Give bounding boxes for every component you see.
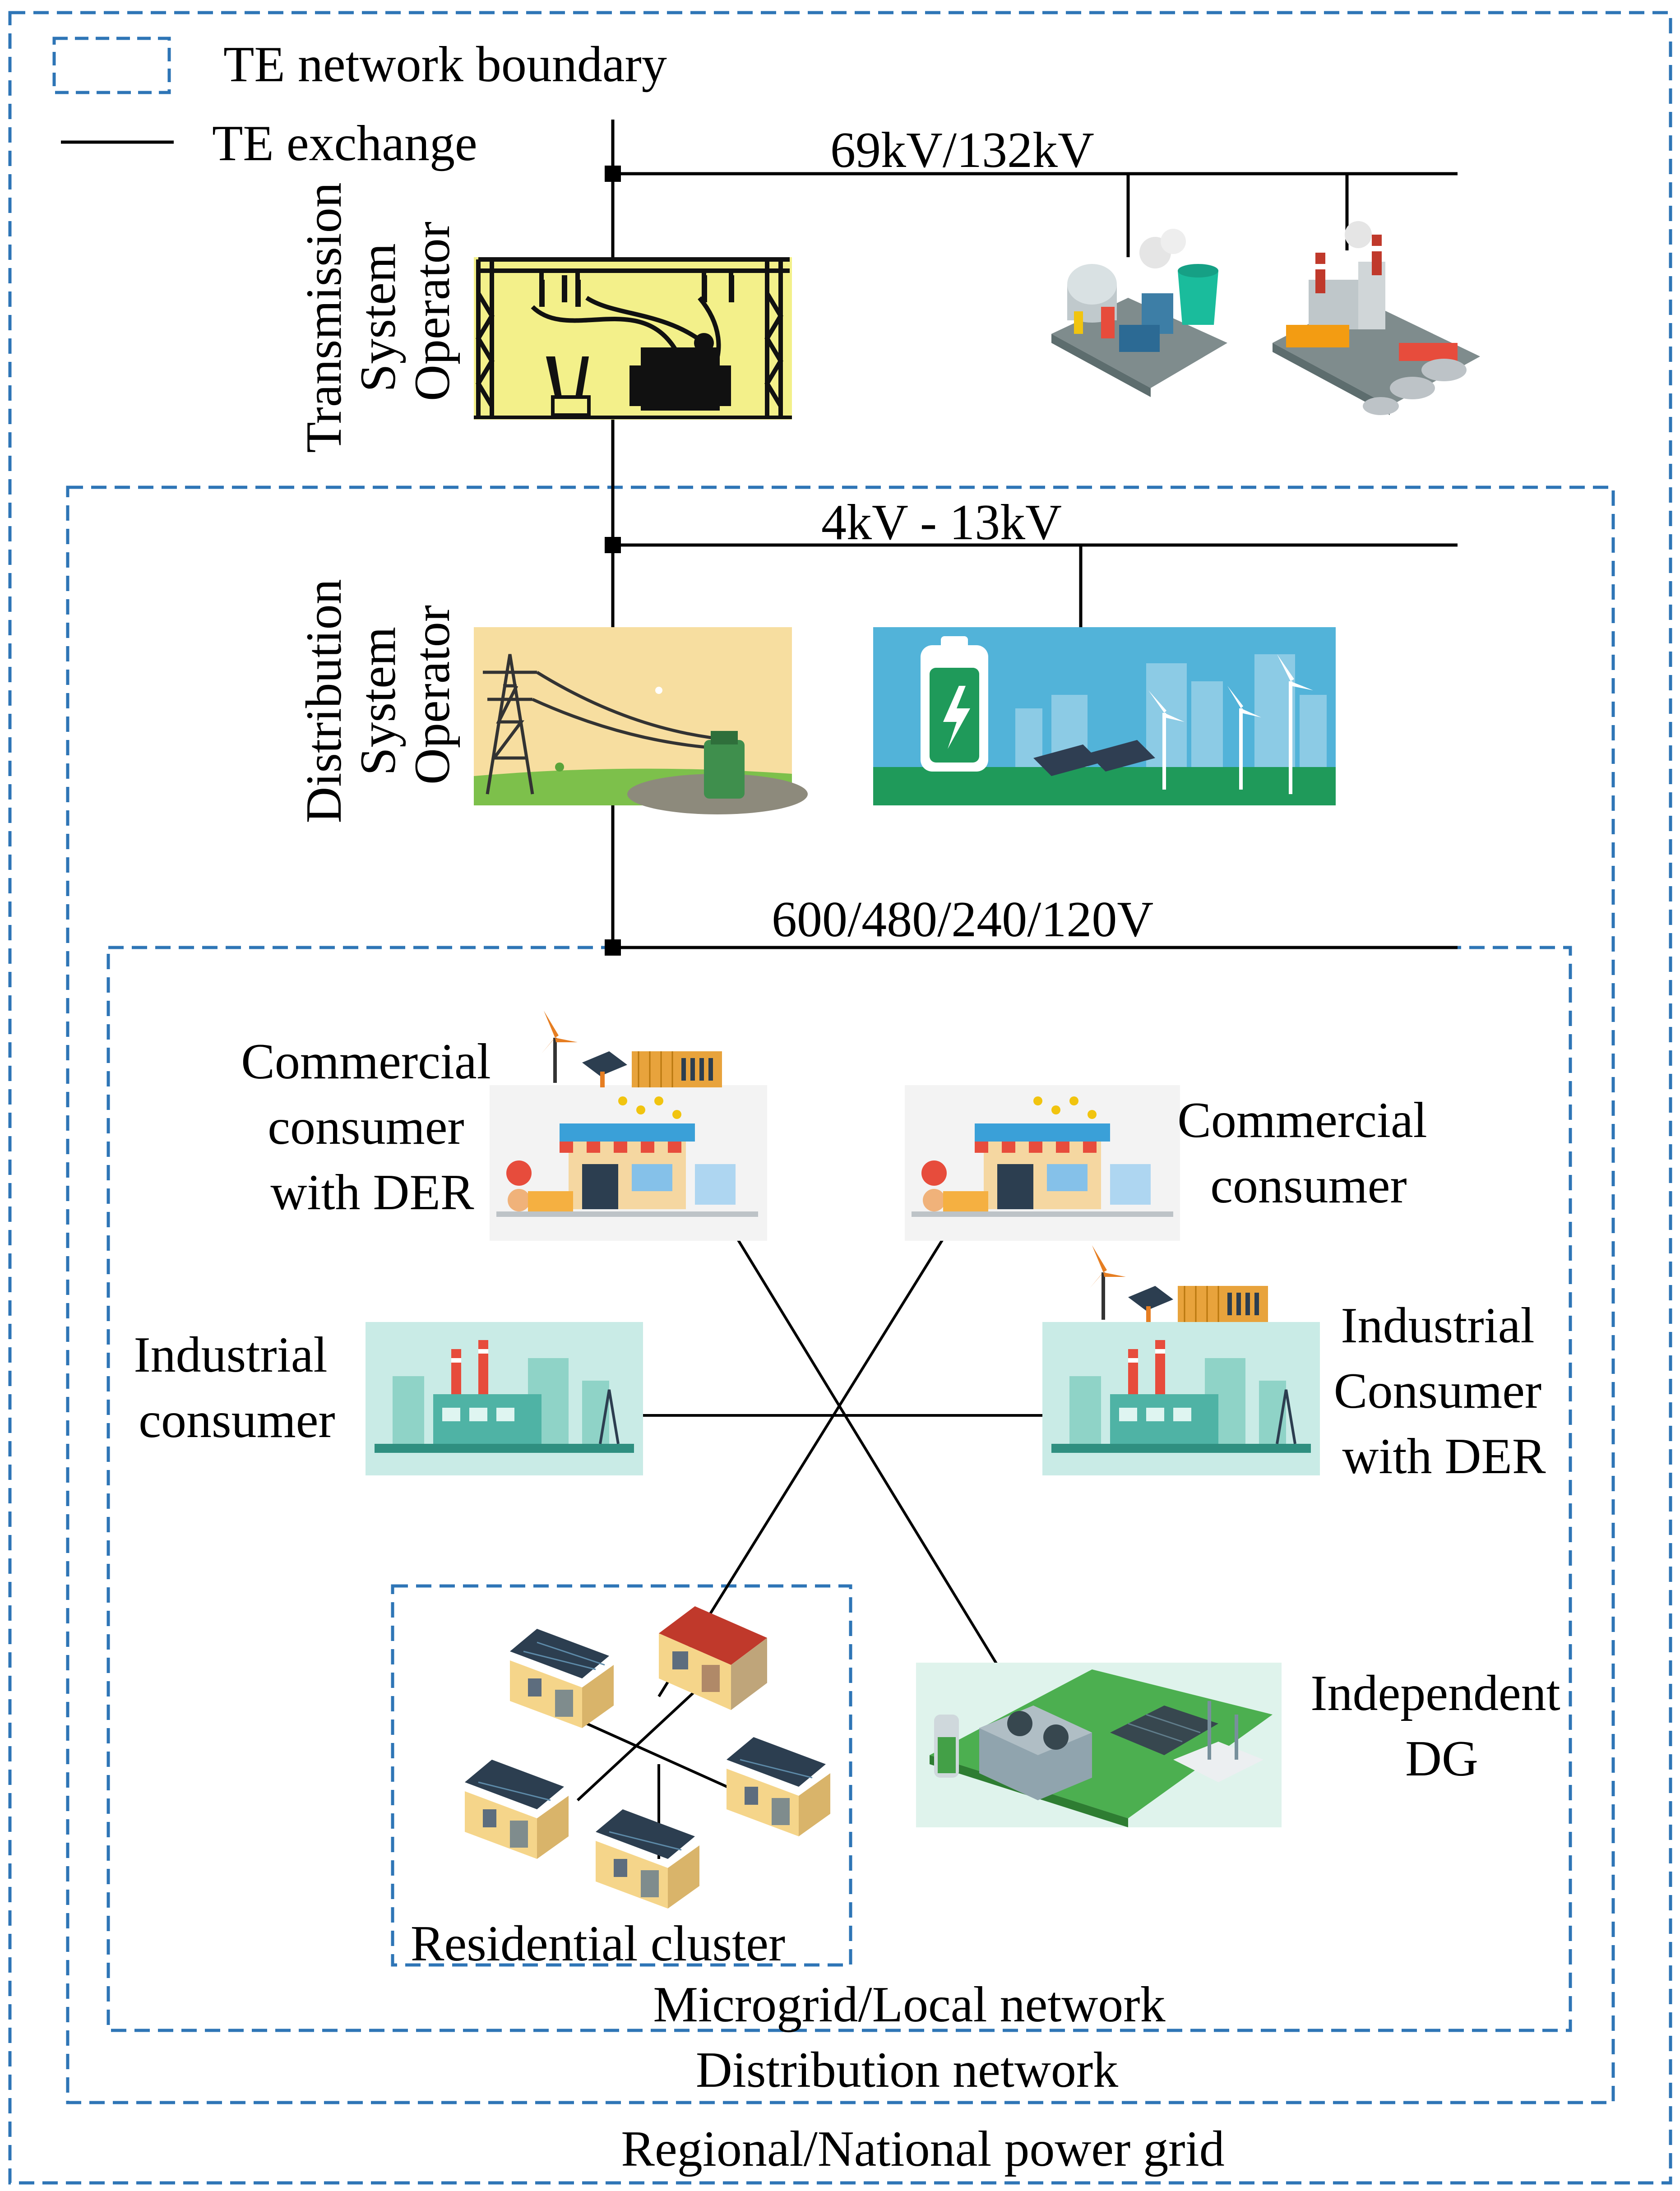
svg-text:Transmission System: Transmission System Operator	[296, 170, 460, 453]
der-icons-commercial	[541, 1011, 722, 1087]
tso-label: Transmission System Operator	[296, 170, 460, 453]
distribution-line-illustration	[474, 627, 808, 814]
label-commercial-der-line1: Commercial	[241, 1034, 491, 1090]
label-industrial-der-line3: with DER	[1342, 1428, 1546, 1484]
house-5	[596, 1809, 699, 1909]
legend: TE network boundary TE exchange	[52, 37, 667, 171]
legend-boundary-swatch	[52, 37, 171, 94]
regional-grid-boundary	[8, 11, 1672, 2185]
svg-text:Distribution System: Distribution System Operator	[296, 566, 460, 823]
label-commercial-line1: Commercial	[1177, 1092, 1427, 1148]
tso-label-line2: System	[350, 243, 406, 392]
label-commercial-der-line3: with DER	[270, 1165, 474, 1220]
house-4	[727, 1737, 830, 1836]
label-commercial-der: Commercial consumer with DER	[241, 1034, 504, 1220]
dso-label-line2: System	[350, 627, 406, 776]
dso-label-line1: Distribution	[296, 579, 352, 823]
residential-cluster-boundary	[391, 1584, 852, 1967]
label-regional-grid: Regional/National power grid	[621, 2121, 1224, 2177]
voltage-distribution: 4kV - 13kV	[821, 495, 1062, 550]
house-3	[465, 1760, 569, 1859]
industrial-illustration	[366, 1322, 643, 1475]
dso-node	[605, 537, 621, 553]
der-icons-industrial	[1090, 1245, 1268, 1322]
independent-dg-illustration	[916, 1663, 1282, 1827]
microgrid-node	[605, 939, 621, 956]
power-plants-illustration	[1051, 221, 1480, 415]
label-industrial-line2: consumer	[139, 1392, 335, 1448]
substation-illustration	[474, 257, 792, 420]
label-industrial-line1: Industrial	[134, 1327, 327, 1383]
label-distribution-network: Distribution network	[696, 2042, 1118, 2098]
industrial-der-illustration	[1042, 1322, 1320, 1475]
label-industrial-der: Industrial Consumer with DER	[1334, 1298, 1554, 1484]
label-commercial-line2: consumer	[1210, 1158, 1407, 1214]
label-industrial-der-line1: Industrial	[1341, 1298, 1534, 1354]
label-commercial-der-line2: consumer	[268, 1099, 464, 1155]
house-1	[510, 1629, 614, 1728]
commercial-illustration	[905, 1085, 1180, 1241]
label-independent-dg-line1: Independent	[1310, 1665, 1560, 1721]
label-industrial: Industrial consumer	[134, 1327, 340, 1448]
label-commercial: Commercial consumer	[1177, 1092, 1440, 1214]
distribution-network-boundary	[66, 485, 1615, 2104]
label-independent-dg: Independent DG	[1310, 1665, 1573, 1787]
voltage-transmission: 69kV/132kV	[830, 122, 1094, 178]
label-microgrid: Microgrid/Local network	[653, 1977, 1165, 2033]
house-2	[659, 1606, 767, 1710]
voltage-low: 600/480/240/120V	[772, 892, 1153, 948]
tso-node	[605, 166, 621, 182]
dso-label-line3: Operator	[404, 605, 460, 785]
label-industrial-der-line2: Consumer	[1334, 1363, 1541, 1419]
label-residential-cluster: Residential cluster	[411, 1916, 785, 1972]
commercial-der-illustration	[490, 1085, 767, 1241]
tso-label-line1: Transmission	[296, 182, 352, 453]
label-independent-dg-line2: DG	[1405, 1731, 1478, 1787]
battery-renewables-illustration	[873, 627, 1336, 805]
tso-label-line3: Operator	[404, 222, 460, 401]
legend-exchange-label: TE exchange	[212, 116, 477, 171]
legend-boundary-label: TE network boundary	[223, 37, 667, 92]
dso-label: Distribution System Operator	[296, 566, 460, 823]
